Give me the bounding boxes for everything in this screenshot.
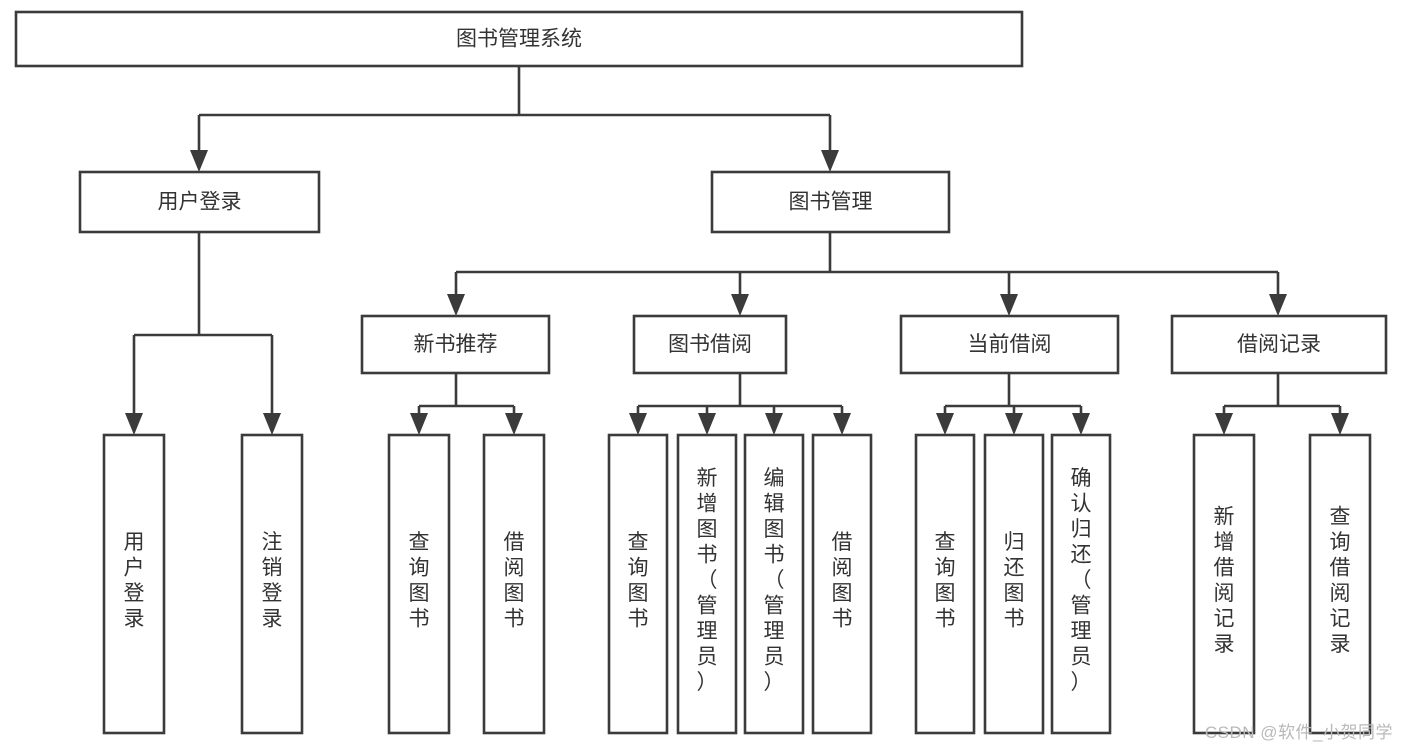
node-current-borrow[interactable]: 当前借阅 <box>899 314 1120 375</box>
node-label-leaf-borrow-book: 借阅图书 <box>832 531 853 631</box>
node-leaf-confirm-return[interactable]: 确认归还（管理员） <box>1050 433 1112 735</box>
arrow-head-rec-to-leaf2 <box>505 413 523 435</box>
node-box-leaf-borrow-book-recommend[interactable] <box>482 433 546 735</box>
node-label-leaf-query-book-current: 查询图书 <box>935 531 956 631</box>
arrow-head-root-to-user-login <box>190 150 208 172</box>
arrow-head-bb-to-leaf4 <box>833 413 851 435</box>
arrow-head-root-to-book-management <box>821 150 839 172</box>
node-leaf-query-book-recommend[interactable]: 查询图书 <box>387 433 451 735</box>
node-box-leaf-borrow-book[interactable] <box>811 433 873 735</box>
node-box-user-login[interactable] <box>78 170 321 234</box>
node-label-leaf-edit-book: 编辑图书（管理员） <box>764 467 785 694</box>
node-box-leaf-logout[interactable] <box>240 433 304 735</box>
node-box-leaf-query-book-borrow[interactable] <box>607 433 669 735</box>
node-leaf-return-book[interactable]: 归还图书 <box>983 433 1045 735</box>
node-label-leaf-add-book: 新增图书（管理员） <box>697 467 718 694</box>
node-label-new-book-recommend: 新书推荐 <box>414 333 498 356</box>
node-box-leaf-query-book-recommend[interactable] <box>387 433 451 735</box>
arrow-head-rec-to-leaf1 <box>410 413 428 435</box>
node-book-borrow[interactable]: 图书借阅 <box>632 314 788 375</box>
node-box-leaf-return-book[interactable] <box>983 433 1045 735</box>
node-label-leaf-return-book: 归还图书 <box>1004 531 1025 631</box>
arrow-head-br-to-leaf1 <box>1215 413 1233 435</box>
arrow-head-bb-to-leaf1 <box>629 413 647 435</box>
node-leaf-add-book[interactable]: 新增图书（管理员） <box>676 433 738 735</box>
node-leaf-query-borrow-record[interactable]: 查询借阅记录 <box>1308 433 1372 735</box>
nodes-layer: 图书管理系统用户登录图书管理新书推荐图书借阅当前借阅借阅记录用户登录注销登录查询… <box>14 10 1388 735</box>
arrow-head-cb-to-leaf3 <box>1072 413 1090 435</box>
node-leaf-borrow-book-recommend[interactable]: 借阅图书 <box>482 433 546 735</box>
node-label-leaf-confirm-return: 确认归还（管理员） <box>1071 467 1092 694</box>
arrow-head-bm-to-record <box>1269 294 1287 316</box>
node-box-leaf-confirm-return[interactable] <box>1050 433 1112 735</box>
node-borrow-record[interactable]: 借阅记录 <box>1170 314 1388 375</box>
node-leaf-add-borrow-record[interactable]: 新增借阅记录 <box>1192 433 1256 735</box>
node-label-leaf-query-borrow-record: 查询借阅记录 <box>1330 505 1351 656</box>
node-label-leaf-user-login: 用户登录 <box>124 531 145 631</box>
node-box-leaf-user-login[interactable] <box>102 433 166 735</box>
node-label-leaf-add-borrow-record: 新增借阅记录 <box>1214 505 1235 656</box>
node-new-book-recommend[interactable]: 新书推荐 <box>360 314 551 375</box>
node-box-leaf-add-borrow-record[interactable] <box>1192 433 1256 735</box>
node-user-login[interactable]: 用户登录 <box>78 170 321 234</box>
node-box-leaf-add-book[interactable] <box>676 433 738 735</box>
node-leaf-query-book-borrow[interactable]: 查询图书 <box>607 433 669 735</box>
node-box-book-management[interactable] <box>710 170 951 234</box>
arrow-head-bm-to-current <box>1000 294 1018 316</box>
node-leaf-borrow-book[interactable]: 借阅图书 <box>811 433 873 735</box>
node-leaf-logout[interactable]: 注销登录 <box>240 433 304 735</box>
node-box-book-borrow[interactable] <box>632 314 788 375</box>
node-box-root[interactable] <box>14 10 1024 68</box>
arrow-head-bm-to-borrow <box>731 294 749 316</box>
node-label-leaf-query-book-borrow: 查询图书 <box>628 531 649 631</box>
node-book-management[interactable]: 图书管理 <box>710 170 951 234</box>
node-label-borrow-record: 借阅记录 <box>1237 333 1321 356</box>
node-label-leaf-logout: 注销登录 <box>262 531 283 631</box>
node-label-user-login: 用户登录 <box>158 191 242 214</box>
arrow-head-cb-to-leaf2 <box>1005 413 1023 435</box>
node-root[interactable]: 图书管理系统 <box>14 10 1024 68</box>
arrow-head-bb-to-leaf3 <box>765 413 783 435</box>
node-box-leaf-edit-book[interactable] <box>743 433 805 735</box>
node-leaf-query-book-current[interactable]: 查询图书 <box>914 433 976 735</box>
node-label-book-management: 图书管理 <box>789 191 873 214</box>
node-label-root: 图书管理系统 <box>456 28 582 51</box>
node-leaf-user-login[interactable]: 用户登录 <box>102 433 166 735</box>
node-label-current-borrow: 当前借阅 <box>968 333 1052 356</box>
connectors-layer <box>125 66 1349 435</box>
arrow-head-ul-to-leaf2 <box>263 413 281 435</box>
node-box-new-book-recommend[interactable] <box>360 314 551 375</box>
node-label-leaf-borrow-book-recommend: 借阅图书 <box>504 531 525 631</box>
node-box-borrow-record[interactable] <box>1170 314 1388 375</box>
arrow-head-br-to-leaf2 <box>1331 413 1349 435</box>
arrow-head-bm-to-recommend <box>447 294 465 316</box>
arrow-head-bb-to-leaf2 <box>698 413 716 435</box>
node-leaf-edit-book[interactable]: 编辑图书（管理员） <box>743 433 805 735</box>
arrow-head-cb-to-leaf1 <box>936 413 954 435</box>
node-label-leaf-query-book-recommend: 查询图书 <box>409 531 430 631</box>
node-label-book-borrow: 图书借阅 <box>668 333 752 356</box>
node-box-leaf-query-book-current[interactable] <box>914 433 976 735</box>
node-box-current-borrow[interactable] <box>899 314 1120 375</box>
node-box-leaf-query-borrow-record[interactable] <box>1308 433 1372 735</box>
arrow-head-ul-to-leaf1 <box>125 413 143 435</box>
